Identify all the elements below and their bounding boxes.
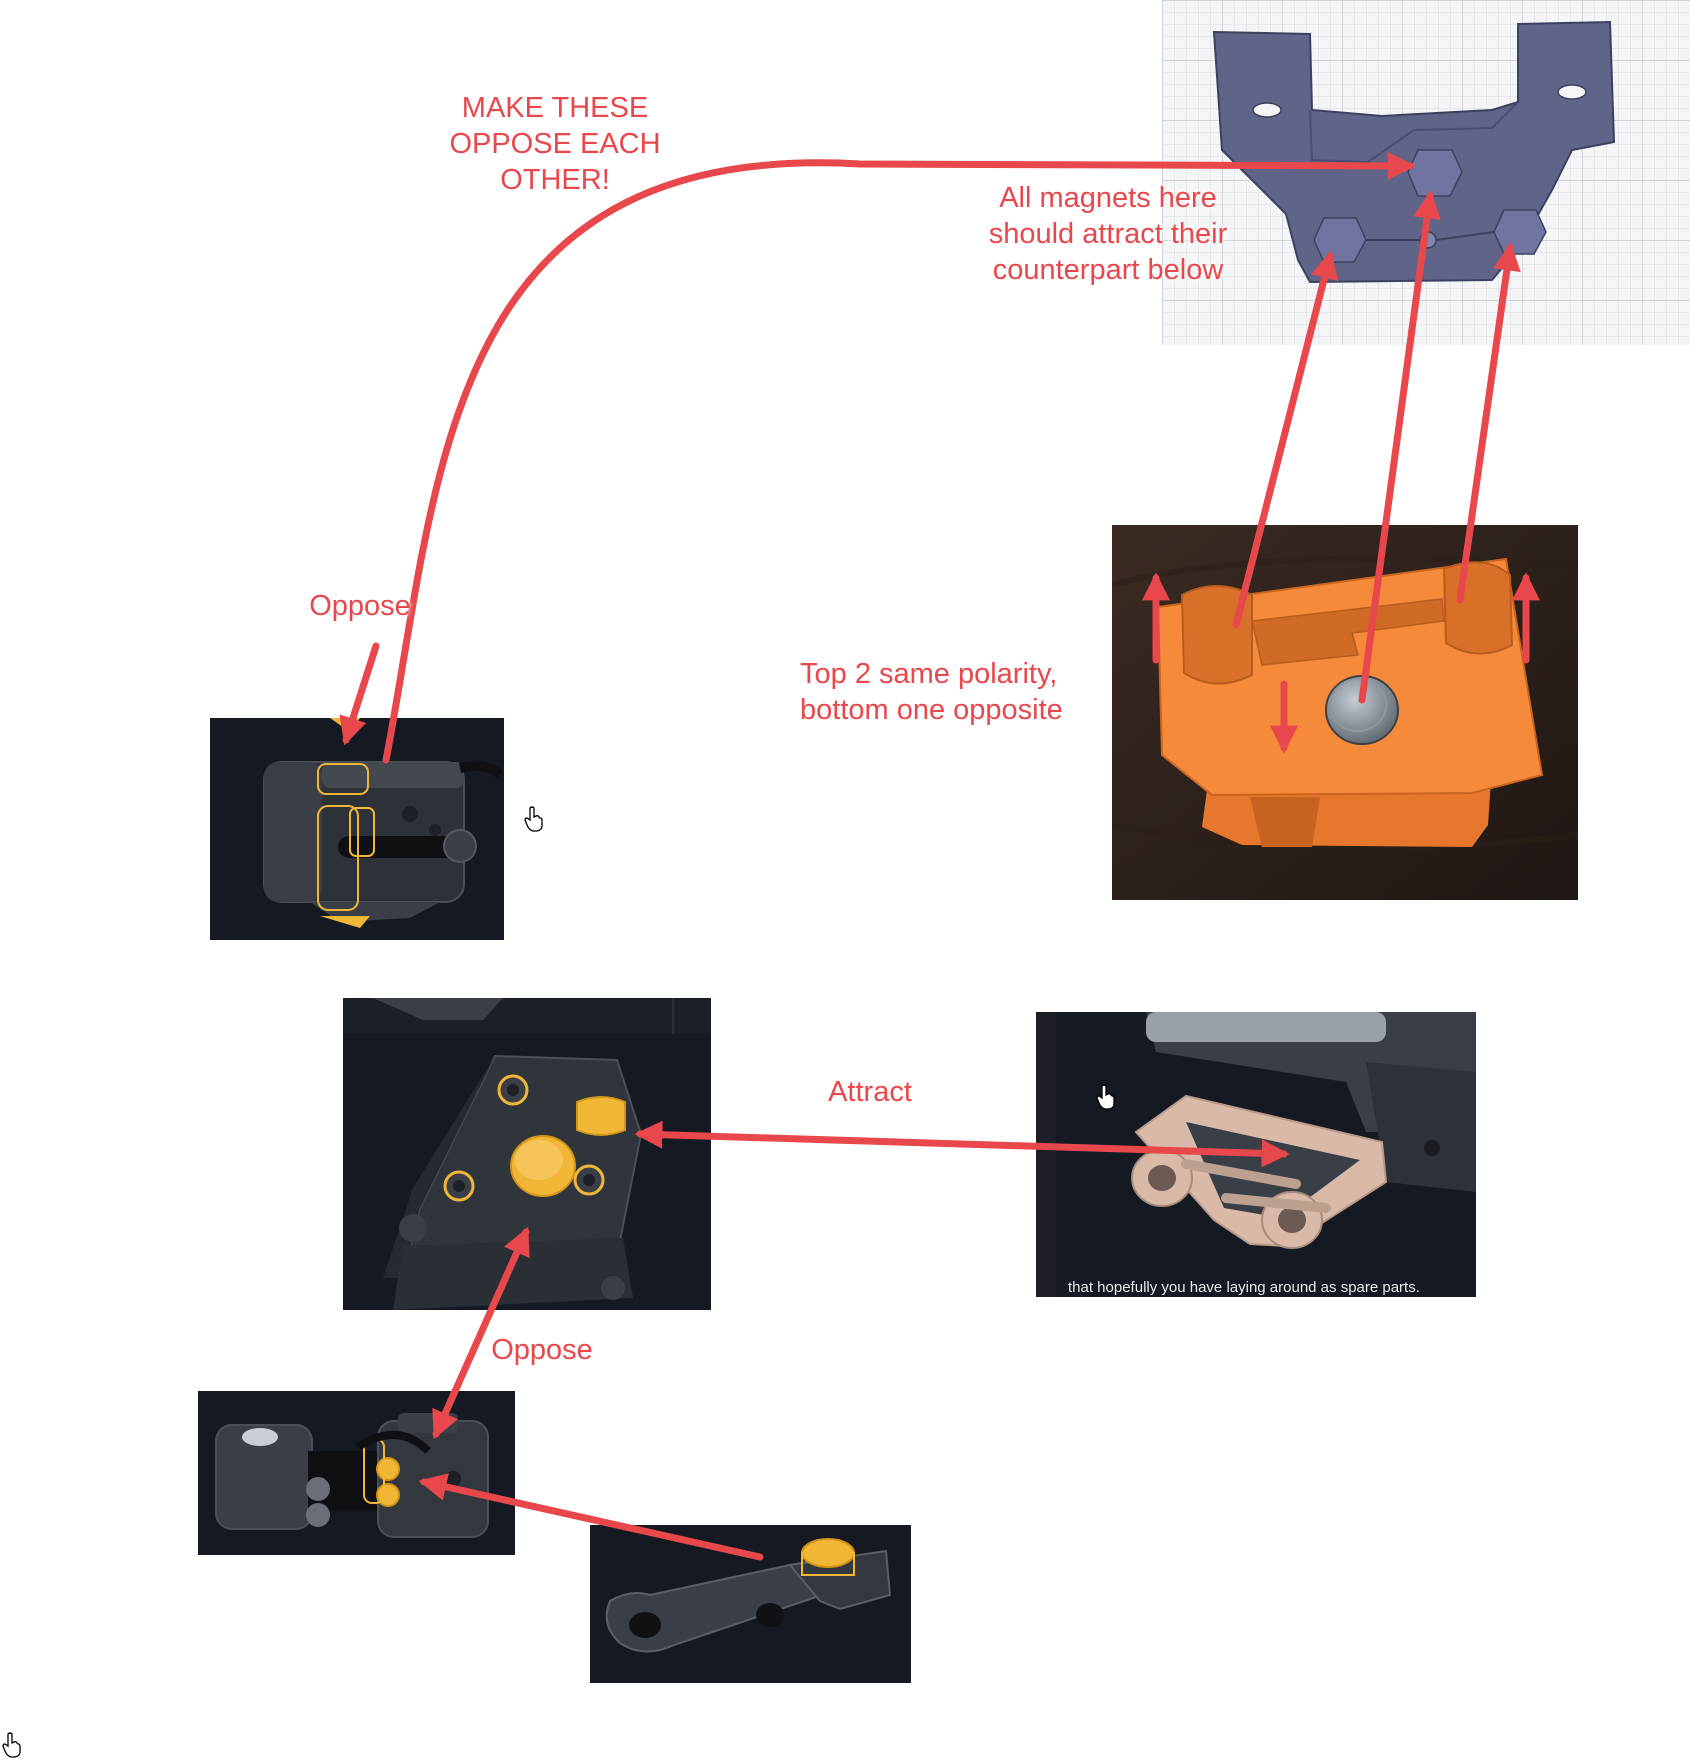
hotend-render-magnets [343,998,711,1310]
orange-block [1156,557,1544,847]
top-two-same-polarity-label: Top 2 same polarity, bottom one opposite [800,658,1063,726]
hand-cursor-icon [1096,1084,1115,1110]
video-caption: that hopefully you have laying around as… [1068,1279,1420,1296]
attract-label: Attract [828,1076,912,1108]
grid-mount-render [1162,0,1690,345]
hand-cursor-icon [2,1732,21,1758]
hand-cursor-icon [524,806,543,832]
lever-render [590,1525,911,1683]
all-magnets-here-label: All magnets here should attract their co… [988,182,1228,286]
hotend-render-side [198,1391,515,1555]
make-these-oppose-label: MAKE THESE OPPOSE EACH OTHER! [449,92,661,196]
video-frame-render: that hopefully you have laying around as… [1036,1012,1476,1297]
hotend-render-top [210,718,504,940]
oppose-bottom-label: Oppose [491,1334,593,1366]
orange-printed-part-photo [1112,525,1578,900]
oppose-top-label: Oppose [309,590,411,622]
